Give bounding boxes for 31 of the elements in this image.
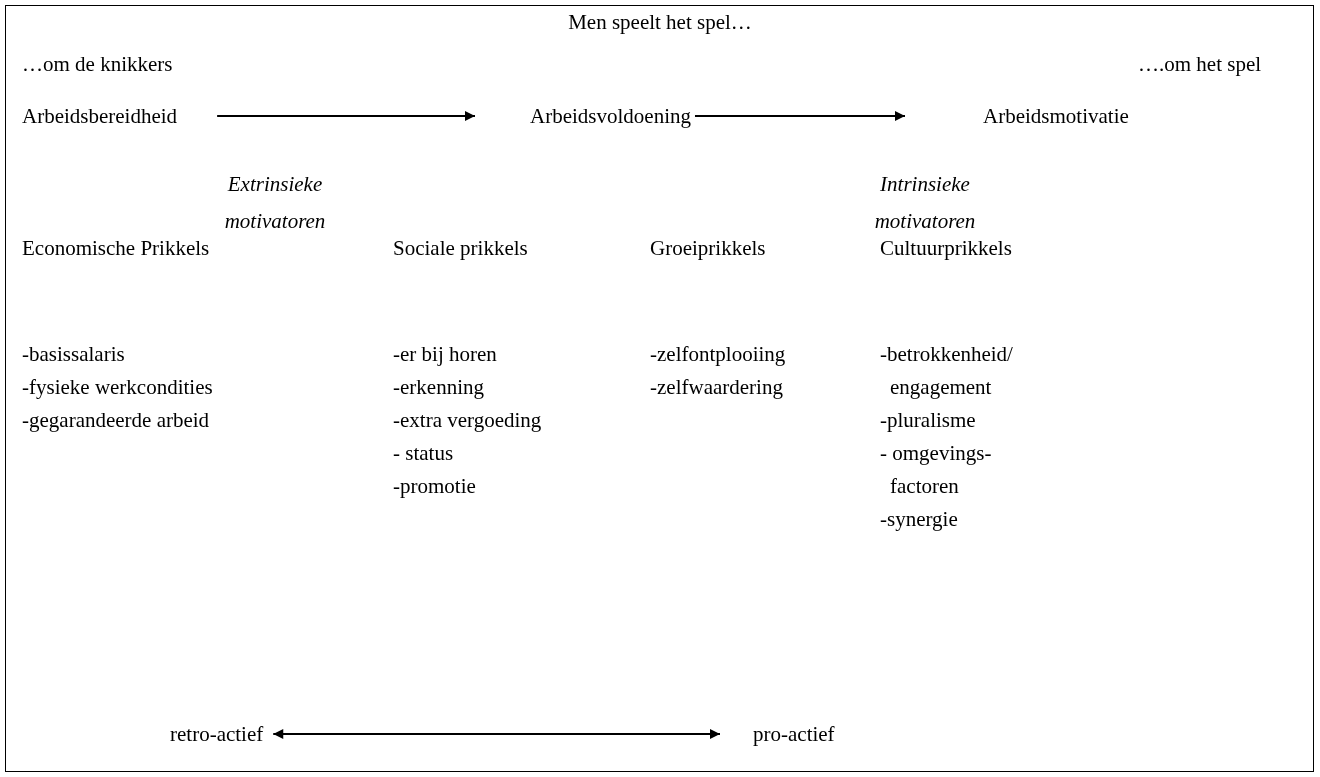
list-item: -basissalaris bbox=[22, 341, 125, 368]
title: Men speelt het spel… bbox=[567, 9, 753, 36]
list-item: -promotie bbox=[393, 473, 476, 500]
list-item: -erkenning bbox=[393, 374, 484, 401]
list-item: -zelfwaardering bbox=[650, 374, 783, 401]
column-heading: Cultuurprikkels bbox=[880, 235, 1012, 262]
node-text: retro-actief bbox=[170, 722, 274, 746]
node-text: pro-actief bbox=[720, 722, 835, 746]
column-heading: Economische Prikkels bbox=[22, 235, 211, 262]
list-item: -gegarandeerde arbeid bbox=[22, 407, 210, 434]
list-item: -betrokkenheid/ engagement bbox=[880, 341, 1014, 401]
arrow bbox=[694, 111, 906, 121]
category-label: Intrinsieke motivatoren bbox=[873, 171, 977, 235]
node-text: Arbeidsmotivatie bbox=[905, 104, 1129, 128]
list-item: - status bbox=[393, 440, 454, 467]
category-label: Extrinsieke motivatoren bbox=[223, 171, 327, 235]
column-heading: Groeiprikkels bbox=[650, 235, 766, 262]
list-item: -extra vergoeding bbox=[393, 407, 542, 434]
list-item: - omgevings- factoren bbox=[880, 440, 993, 500]
list-item: -pluralisme bbox=[880, 407, 976, 434]
node-text: Arbeidsvoldoening bbox=[475, 104, 695, 128]
section-label: ….om het spel bbox=[1138, 51, 1262, 78]
section-label: …om de knikkers bbox=[22, 51, 173, 78]
list-item: -synergie bbox=[880, 506, 958, 533]
column-heading: Sociale prikkels bbox=[393, 235, 529, 262]
arrow bbox=[216, 111, 476, 121]
node-text: Arbeidsbereidheid bbox=[22, 104, 218, 128]
list-item: -er bij horen bbox=[393, 341, 497, 368]
list-item: -zelfontplooiing bbox=[650, 341, 786, 368]
list-item: -fysieke werkcondities bbox=[22, 374, 213, 401]
arrow bbox=[272, 729, 721, 739]
